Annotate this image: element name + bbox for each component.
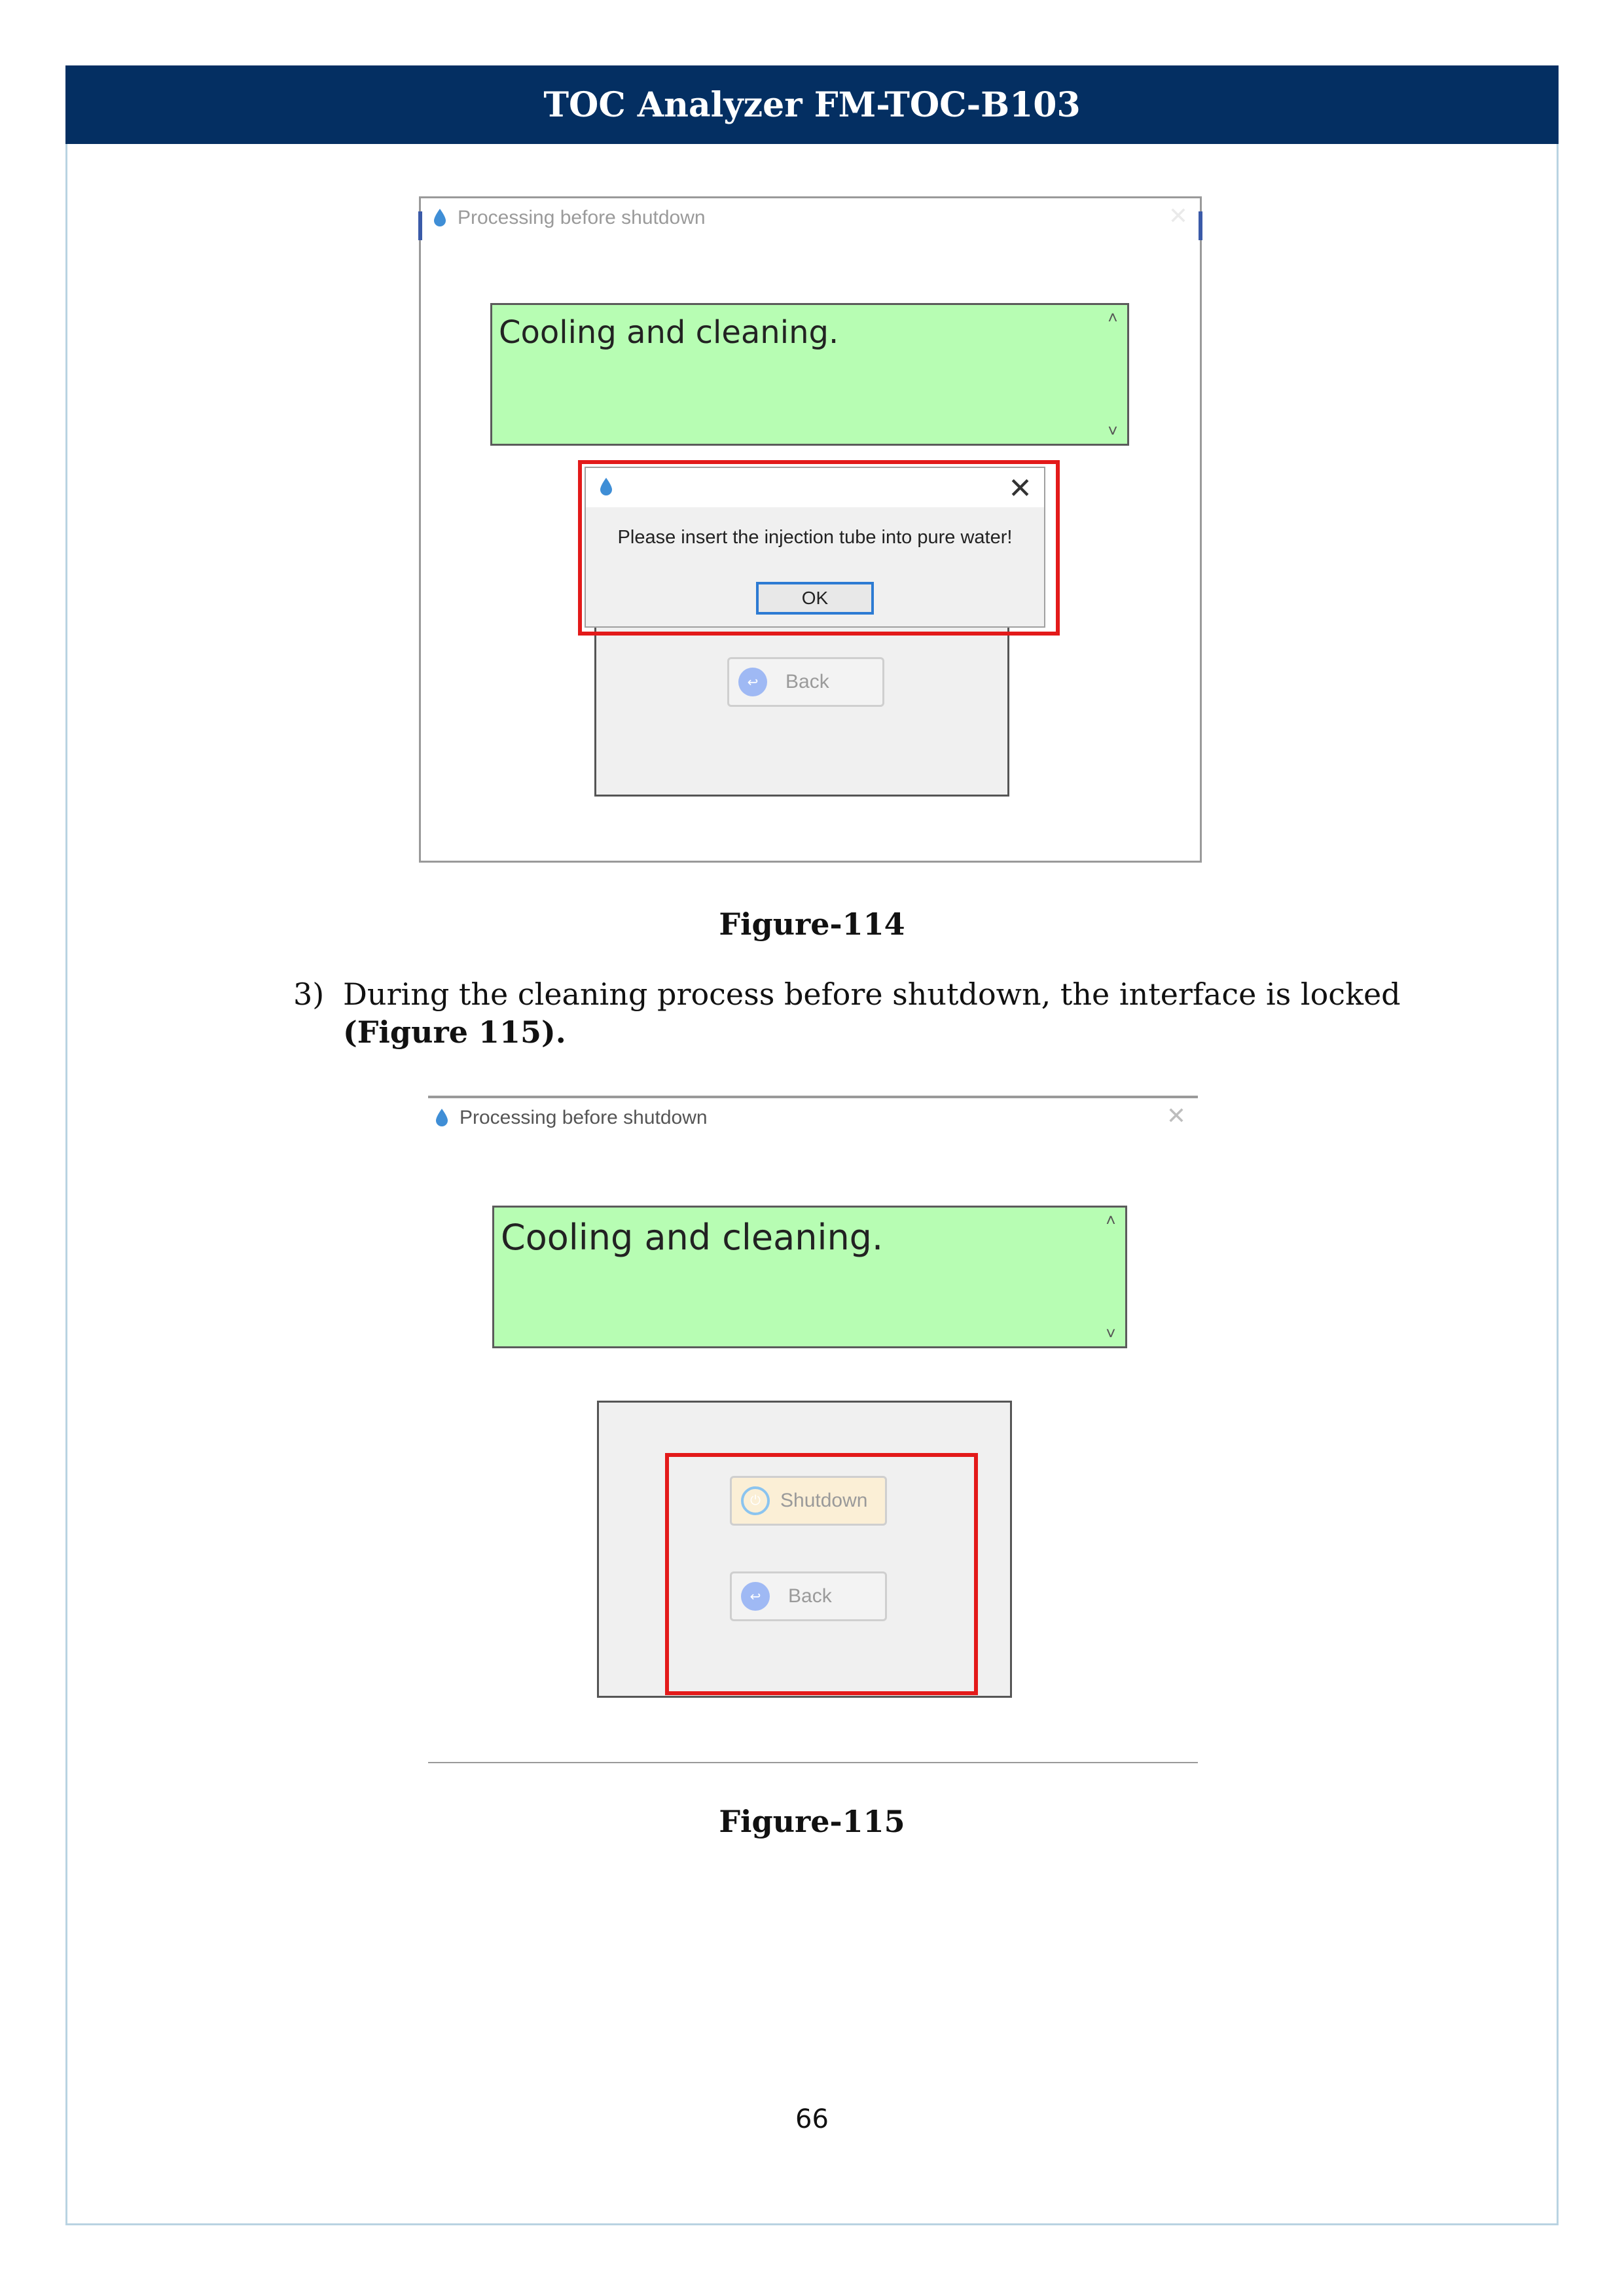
step-description: During the cleaning process before shutd…	[343, 977, 1401, 1012]
back-button: ↩ Back	[730, 1571, 887, 1621]
scrollbar[interactable]: ˄ ˅	[1100, 1210, 1121, 1344]
chevron-down-icon[interactable]: ˅	[1106, 1323, 1116, 1343]
document-title: TOC Analyzer FM-TOC-B103	[543, 84, 1081, 125]
close-icon[interactable]: ✕	[1168, 202, 1188, 229]
processing-window: Processing before shutdown ✕ Cooling and…	[421, 198, 1200, 861]
dialog-message: Please insert the injection tube into pu…	[617, 527, 1013, 548]
highlight-frame	[578, 460, 1060, 636]
water-drop-icon	[434, 209, 446, 226]
back-button-label: Back	[785, 671, 829, 692]
chevron-up-icon[interactable]: ˄	[1108, 308, 1118, 327]
figure-115-screenshot: Processing before shutdown ✕ Cooling and…	[428, 1096, 1198, 1763]
status-message-box: Cooling and cleaning. ˄ ˅	[492, 1206, 1127, 1348]
close-icon[interactable]: ✕	[1166, 1102, 1186, 1129]
ok-button[interactable]: OK	[756, 582, 874, 615]
water-drop-icon	[436, 1109, 448, 1126]
window-title: Processing before shutdown	[458, 207, 706, 228]
step-number: 3)	[293, 977, 325, 1012]
alert-dialog: ✕ Please insert the injection tube into …	[585, 467, 1045, 628]
processing-window: Processing before shutdown ✕ Cooling and…	[428, 1098, 1198, 1761]
power-icon: ⏻	[741, 1486, 770, 1515]
figure-114-caption: Figure-114	[719, 906, 905, 942]
close-icon[interactable]: ✕	[1008, 473, 1032, 505]
water-drop-icon	[600, 478, 612, 495]
window-titlebar: Processing before shutdown	[435, 1098, 1198, 1138]
shutdown-button-label: Shutdown	[780, 1490, 868, 1511]
page-number: 66	[795, 2104, 829, 2134]
status-message: Cooling and cleaning.	[501, 1217, 884, 1258]
chevron-up-icon[interactable]: ˄	[1106, 1210, 1116, 1230]
highlight-frame	[665, 1453, 978, 1695]
figure-115-caption: Figure-115	[719, 1804, 905, 1839]
shutdown-button: ⏻ Shutdown	[730, 1476, 887, 1526]
document-header: TOC Analyzer FM-TOC-B103	[65, 65, 1559, 144]
scrollbar[interactable]: ˄ ˅	[1102, 308, 1123, 441]
window-title: Processing before shutdown	[460, 1107, 708, 1128]
button-panel: ↩ Back	[594, 617, 1009, 797]
back-icon: ↩	[741, 1582, 770, 1611]
figure-114-screenshot: Processing before shutdown ✕ Cooling and…	[418, 196, 1202, 863]
back-icon: ↩	[738, 668, 767, 696]
back-button[interactable]: ↩ Back	[727, 657, 884, 707]
status-message: Cooling and cleaning.	[499, 314, 839, 351]
status-message-box: Cooling and cleaning. ˄ ˅	[490, 303, 1129, 446]
back-button-label: Back	[788, 1585, 832, 1607]
figure-reference: (Figure 115).	[343, 1014, 566, 1050]
chevron-down-icon[interactable]: ˅	[1108, 421, 1118, 440]
step-text: During the cleaning process before shutd…	[343, 975, 1449, 1051]
window-titlebar: Processing before shutdown	[433, 198, 1200, 238]
